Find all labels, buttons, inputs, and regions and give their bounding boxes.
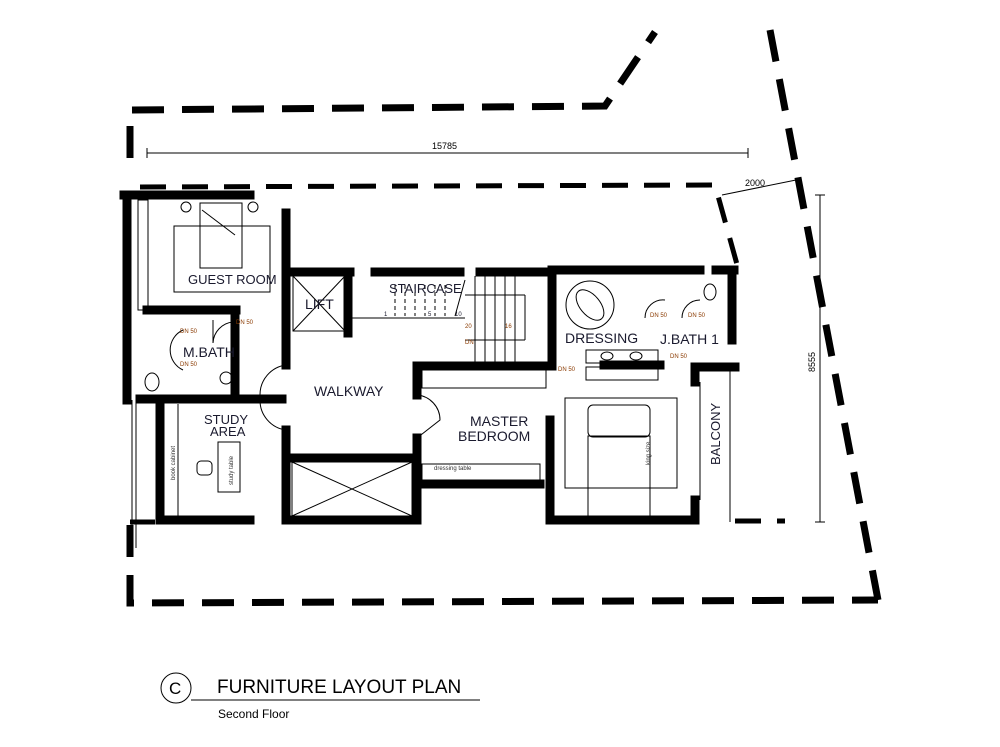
dressing-table: dressing table	[421, 463, 541, 483]
drain-label: DN 50	[180, 329, 198, 335]
drain-labels: DN 50 DN 50 DN 50 DN 50 DN 50 DN 50 DN 5…	[180, 313, 706, 373]
drain-label: DN 50	[688, 313, 706, 319]
dressing-table-label: dressing table	[434, 466, 472, 472]
room-label-m-bath: M.BATH	[183, 344, 235, 360]
drain-label: DN 50	[670, 354, 688, 360]
drain-label: DN 50	[180, 362, 198, 368]
room-label-walkway: WALKWAY	[314, 383, 384, 399]
room-label-balcony: BALCONY	[708, 403, 723, 465]
room-label-staircase: STAIRCASE	[389, 281, 462, 296]
room-label-lift: LIFT	[305, 296, 334, 312]
bath-fixtures	[144, 283, 717, 439]
room-label-j-bath: J.BATH 1	[660, 331, 719, 347]
guest-bed	[173, 201, 271, 293]
lift-shaft	[292, 275, 346, 332]
dimension-setback-value: 2000	[745, 178, 765, 188]
room-label-area: AREA	[210, 424, 246, 439]
book-cabinet-label: book cabinet	[171, 446, 177, 480]
room-label-study: STUDY	[204, 412, 248, 427]
dimension-right: 8555	[807, 194, 825, 523]
plan-subtitle: Second Floor	[218, 707, 289, 721]
room-label-dressing: DRESSING	[565, 330, 638, 346]
title-marker: C	[169, 679, 181, 698]
study-table-label: study table	[229, 455, 235, 485]
void-opening	[291, 461, 413, 517]
stair-step-1: 1	[384, 312, 388, 318]
room-label-guest-room: GUEST ROOM	[188, 272, 277, 287]
stair-step-5: 5	[428, 312, 432, 318]
stair-step-10: 10	[455, 312, 462, 318]
drain-label: DN 50	[236, 320, 254, 326]
wardrobe-master	[421, 369, 547, 389]
dimension-setback: 2000	[721, 178, 797, 196]
stair-step-16: 16	[505, 324, 512, 330]
setback-line	[130, 182, 785, 525]
king-size-label: king size	[646, 441, 652, 465]
room-label-bedroom: BEDROOM	[458, 428, 530, 444]
plan-title: FURNITURE LAYOUT PLAN	[217, 677, 461, 698]
drain-label: DN 50	[650, 313, 668, 319]
title-block: C FURNITURE LAYOUT PLAN Second Floor	[160, 672, 480, 721]
site-boundary	[126, 29, 882, 607]
dimension-top: 15785	[146, 141, 749, 158]
drain-label: DN 50	[558, 367, 576, 373]
study-furniture: book cabinet study table	[171, 404, 241, 518]
dimension-depth: 8555	[807, 352, 817, 372]
walls	[119, 190, 740, 548]
room-label-master: MASTER	[470, 413, 528, 429]
stair-dn: DN	[465, 340, 474, 346]
wardrobe-guest	[137, 199, 149, 311]
stair-step-20: 20	[465, 324, 472, 330]
master-bed: king size	[564, 397, 678, 517]
staircase: 1 5 10 20 16 DN	[352, 276, 526, 362]
dressing-furniture	[565, 280, 659, 381]
dimension-width: 15785	[432, 141, 457, 151]
